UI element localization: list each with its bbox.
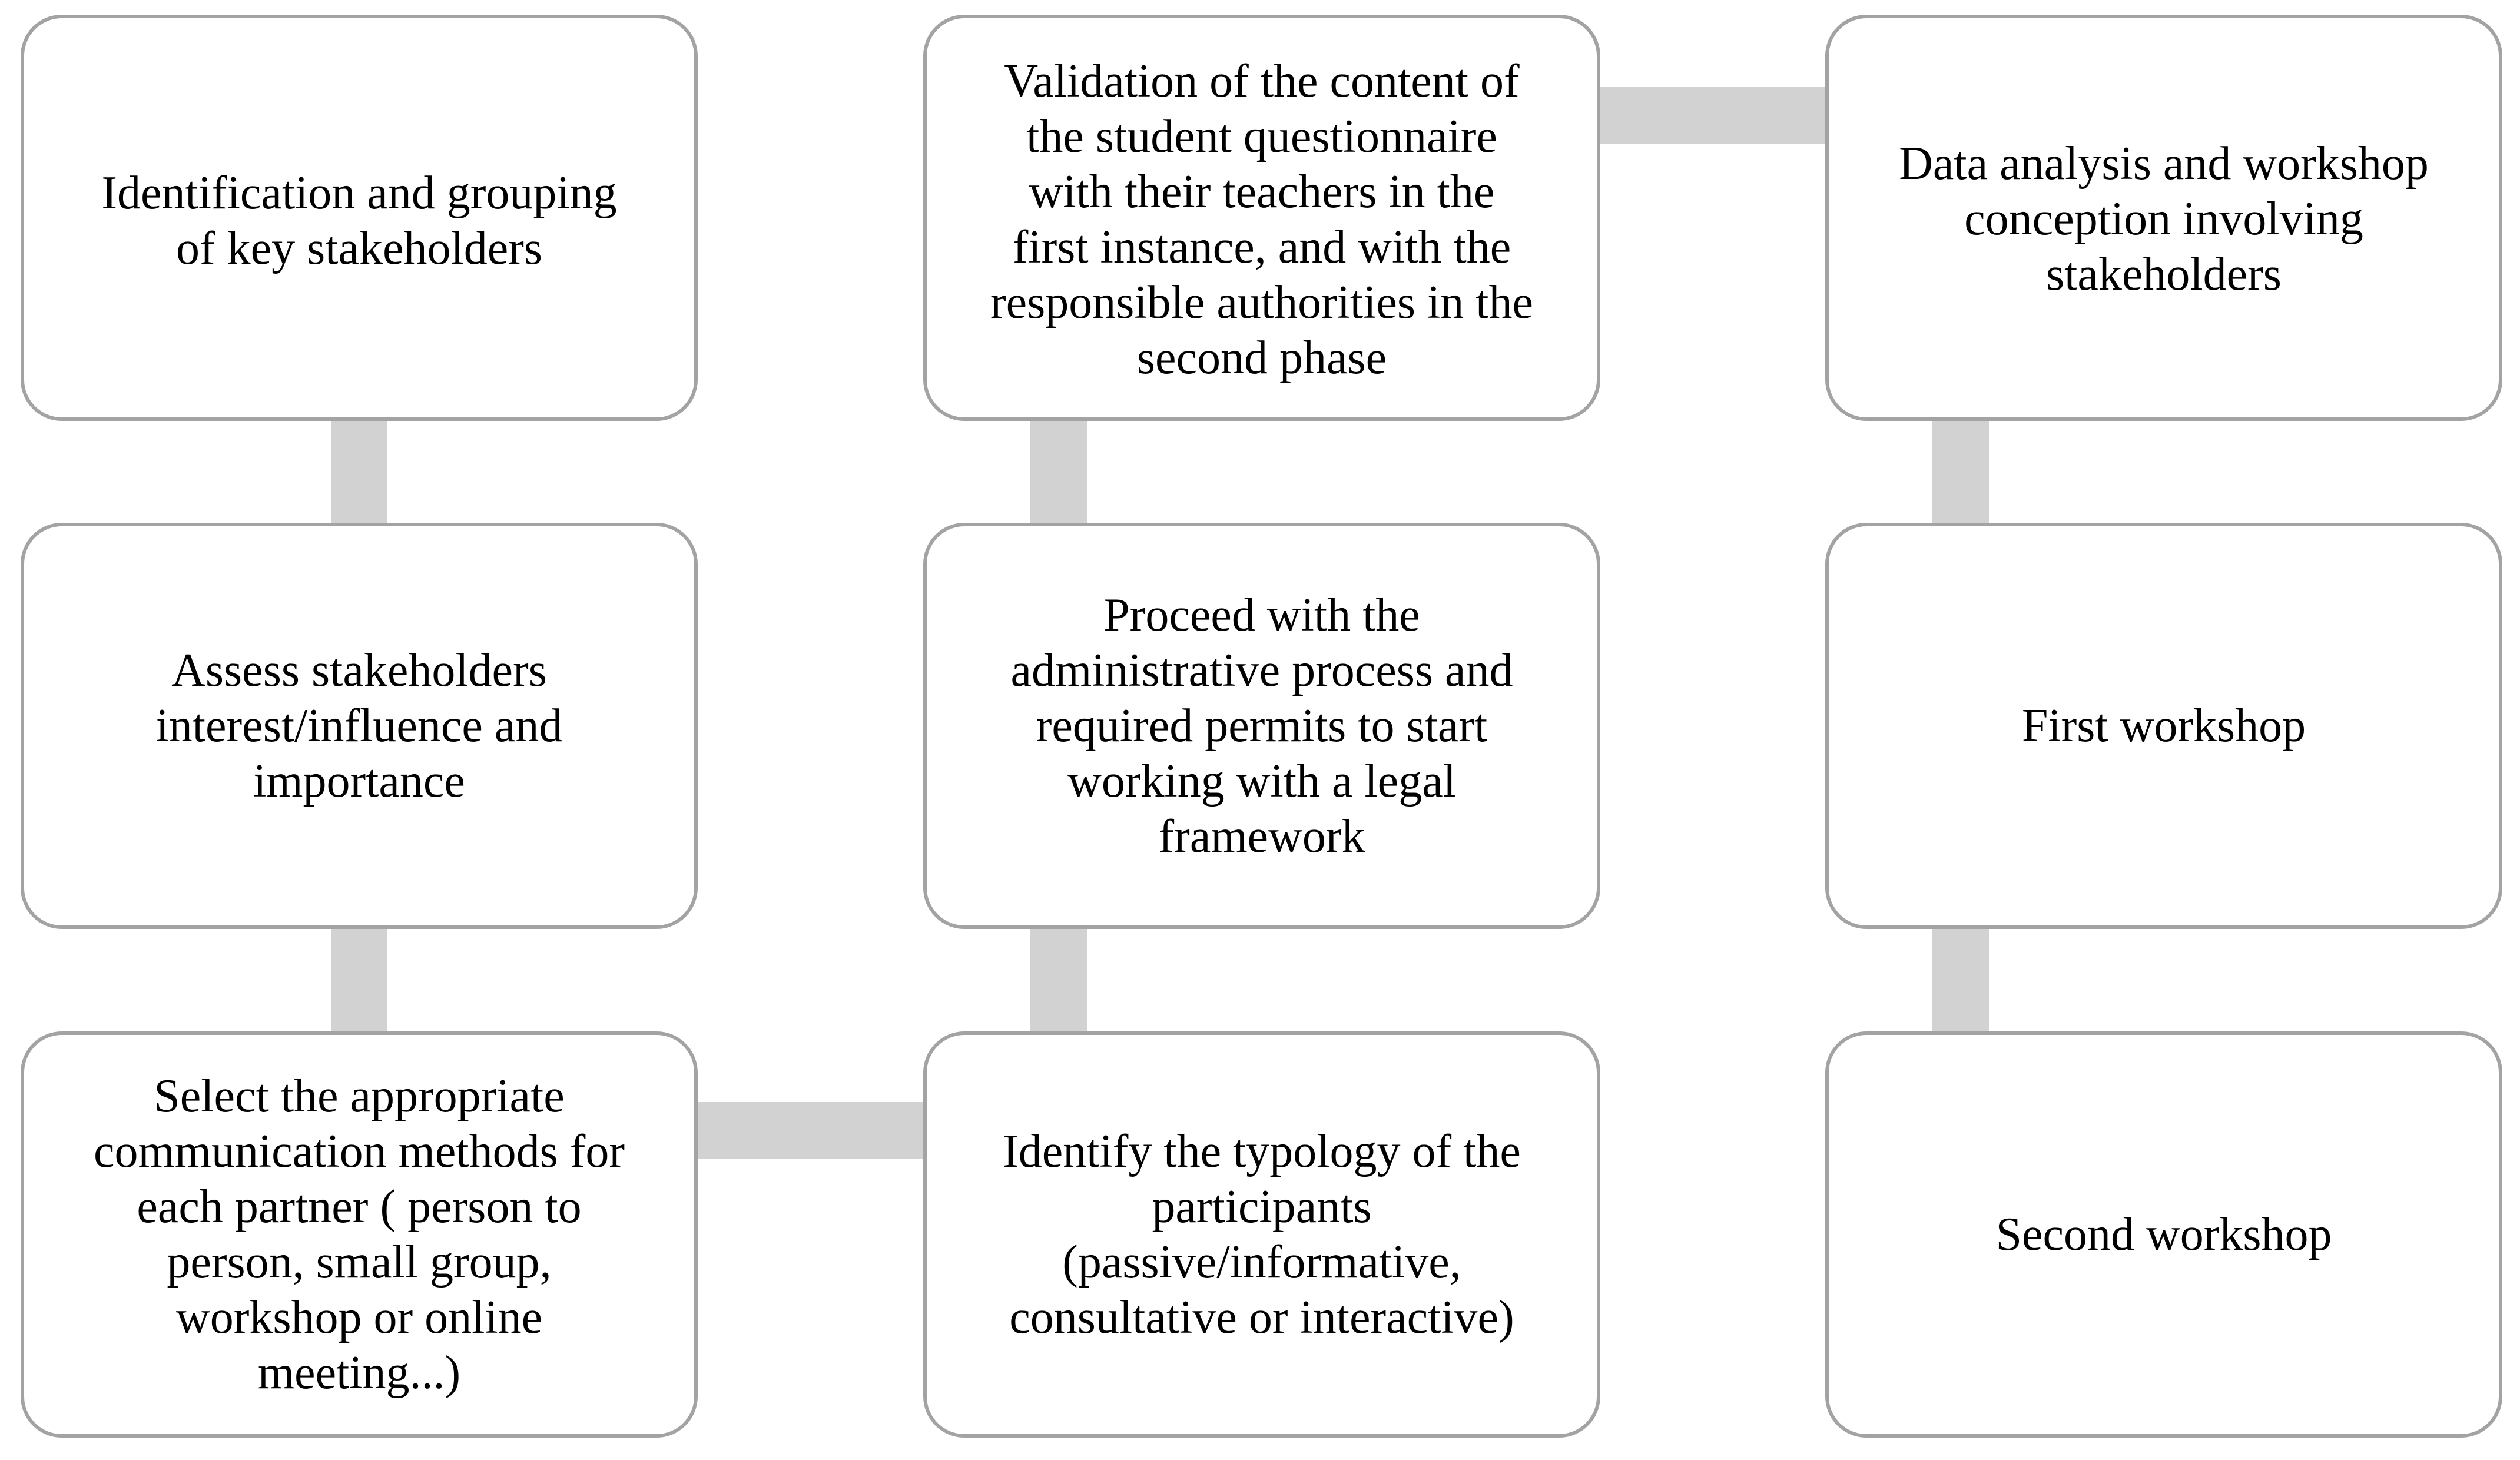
connector-b6-b5 <box>1030 929 1087 1031</box>
step-validate-questionnaire-text: Validation of the content of the student… <box>990 55 1534 384</box>
connector-b3-b6 <box>698 1102 923 1159</box>
step-identify-stakeholders-text: Identification and grouping of key stake… <box>101 167 617 274</box>
step-identify-participant-typology-text: Identify the typology of the participant… <box>1003 1126 1521 1343</box>
step-select-communication-methods: Select the appropriate communication met… <box>21 1031 698 1438</box>
step-assess-stakeholders: Assess stakeholders interest/influence a… <box>21 523 698 929</box>
step-data-analysis: Data analysis and workshop conception in… <box>1825 15 2502 421</box>
connector-b4-b7 <box>1600 87 1825 144</box>
step-administrative-process: Proceed with the administrative process … <box>923 523 1600 929</box>
connector-b1-b2 <box>331 421 387 523</box>
step-second-workshop: Second workshop <box>1825 1031 2502 1438</box>
step-assess-stakeholders-text: Assess stakeholders interest/influence a… <box>155 645 563 807</box>
connector-b5-b4 <box>1030 421 1087 523</box>
step-identify-participant-typology: Identify the typology of the participant… <box>923 1031 1600 1438</box>
step-select-communication-methods-text: Select the appropriate communication met… <box>93 1070 625 1399</box>
step-identify-stakeholders: Identification and grouping of key stake… <box>21 15 698 421</box>
step-validate-questionnaire: Validation of the content of the student… <box>923 15 1600 421</box>
step-first-workshop-text: First workshop <box>2021 700 2306 752</box>
step-first-workshop: First workshop <box>1825 523 2502 929</box>
step-administrative-process-text: Proceed with the administrative process … <box>1010 589 1513 862</box>
connector-b7-b8 <box>1932 421 1989 523</box>
step-data-analysis-text: Data analysis and workshop conception in… <box>1899 138 2429 300</box>
connector-b8-b9 <box>1932 929 1989 1031</box>
step-second-workshop-text: Second workshop <box>1995 1209 2332 1260</box>
connector-b2-b3 <box>331 929 387 1031</box>
